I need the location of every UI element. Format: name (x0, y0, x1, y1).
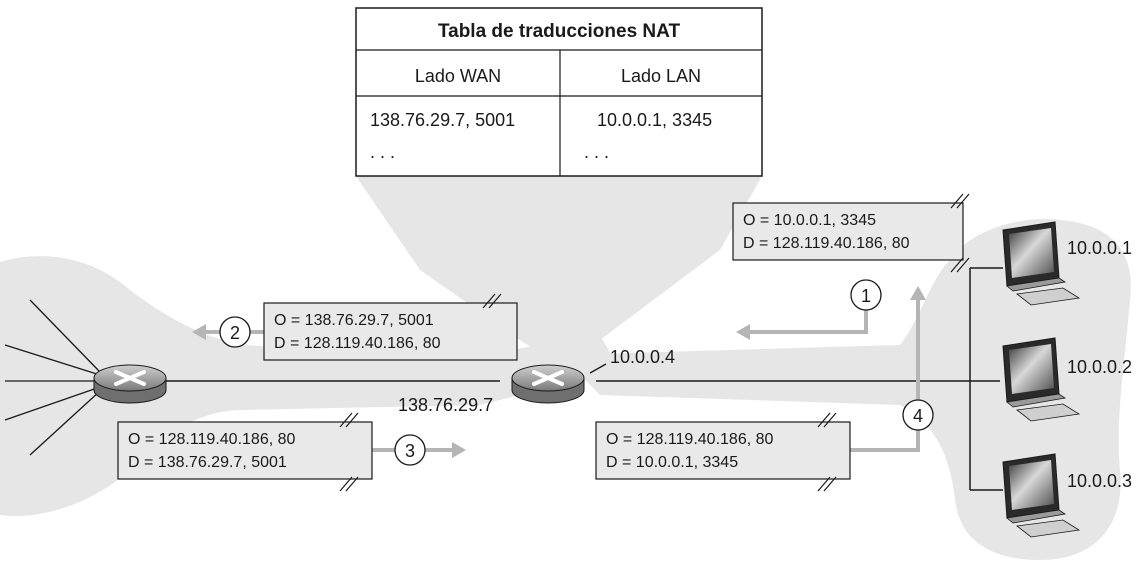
internet-cloud (0, 256, 620, 516)
keyboard-icon (1016, 287, 1081, 306)
keyboard-icon (1016, 403, 1081, 422)
nat-table-beam (356, 176, 762, 368)
break-mark (817, 412, 837, 428)
packet-source: O = 10.0.0.1, 3345 (743, 212, 876, 229)
host-computer-1 (1002, 221, 1081, 306)
packet-frame (595, 421, 851, 480)
break-mark (950, 193, 970, 209)
host-computer-3 (1002, 453, 1081, 538)
nat-translation-table: Tabla de traducciones NAT Lado WAN Lado … (355, 7, 763, 177)
flow-arrow-step1 (748, 310, 868, 334)
break-mark (339, 476, 359, 492)
step-circle (394, 434, 426, 466)
packet-destination: D = 138.76.29.7, 5001 (128, 454, 287, 471)
link-line (4, 386, 101, 421)
step-circle (219, 316, 251, 348)
router-inner-ip: 10.0.0.4 (610, 347, 675, 367)
monitor-screen (1009, 460, 1054, 510)
step-circle (850, 279, 882, 311)
host-ip-label: 10.0.0.1 (1067, 238, 1132, 258)
monitor-side (1006, 509, 1067, 524)
host-ip-label: 10.0.0.3 (1067, 471, 1132, 491)
packet-frame (732, 202, 964, 261)
arrowhead-step4 (910, 286, 926, 300)
step-circle (902, 399, 934, 431)
step-marker-4: 4 (902, 399, 934, 431)
internet-router (93, 364, 167, 404)
router-x-icon (114, 370, 146, 386)
packet-destination: D = 128.119.40.186, 80 (274, 335, 441, 352)
table-frame (355, 7, 763, 177)
router-outer-ip: 138.76.29.7 (398, 395, 493, 415)
packet-source: O = 138.76.29.7, 5001 (274, 312, 434, 329)
monitor-screen (1009, 228, 1054, 278)
nat-router (511, 364, 585, 404)
packet-box-1: O = 10.0.0.1, 3345 D = 128.119.40.186, 8… (732, 193, 970, 273)
table-cell-wan: 138.76.29.7, 5001 (370, 110, 515, 130)
arrowhead-step1 (736, 324, 750, 340)
ip-leader-line (589, 363, 607, 374)
step-number: 3 (405, 441, 415, 461)
host-computer-2 (1002, 337, 1081, 422)
break-mark (817, 476, 837, 492)
arrowhead-step3 (452, 442, 466, 458)
link-line (4, 344, 101, 376)
internet-links (4, 299, 101, 456)
link-line (29, 390, 101, 456)
break-mark (339, 412, 359, 428)
break-mark (482, 293, 502, 309)
step-marker-1: 1 (850, 279, 882, 311)
table-title: Tabla de traducciones NAT (438, 21, 681, 42)
packet-box-3: O = 128.119.40.186, 80 D = 138.76.29.7, … (117, 412, 373, 492)
packet-source: O = 128.119.40.186, 80 (128, 431, 296, 448)
step-number: 4 (913, 406, 923, 426)
packet-destination: D = 128.119.40.186, 80 (743, 235, 910, 252)
monitor-screen (1009, 344, 1054, 394)
host-ip-label: 10.0.0.2 (1067, 357, 1132, 377)
break-mark (950, 257, 970, 273)
table-cell-lan: 10.0.0.1, 3345 (597, 110, 712, 130)
table-ellipsis: . . . (370, 142, 395, 162)
arrowhead-step2 (192, 324, 206, 340)
step-number: 2 (230, 323, 240, 343)
flow-arrow-step4 (850, 300, 920, 452)
packet-frame (117, 421, 373, 480)
packet-frame (263, 302, 518, 361)
table-ellipsis: . . . (584, 142, 609, 162)
step-marker-3: 3 (394, 434, 426, 466)
lan-region (560, 219, 1131, 560)
monitor-side (1006, 393, 1067, 408)
router-x-icon (532, 370, 564, 386)
keyboard-icon (1016, 519, 1081, 538)
packet-box-4: O = 128.119.40.186, 80 D = 10.0.0.1, 334… (595, 412, 851, 492)
packet-source: O = 128.119.40.186, 80 (606, 431, 774, 448)
monitor-side (1006, 277, 1067, 292)
link-line (29, 299, 101, 373)
step-marker-2: 2 (219, 316, 251, 348)
table-header-lan: Lado LAN (621, 66, 701, 86)
step-number: 1 (861, 286, 871, 306)
packet-box-2: O = 138.76.29.7, 5001 D = 128.119.40.186… (263, 293, 518, 361)
packet-destination: D = 10.0.0.1, 3345 (606, 454, 738, 471)
table-header-wan: Lado WAN (415, 66, 501, 86)
